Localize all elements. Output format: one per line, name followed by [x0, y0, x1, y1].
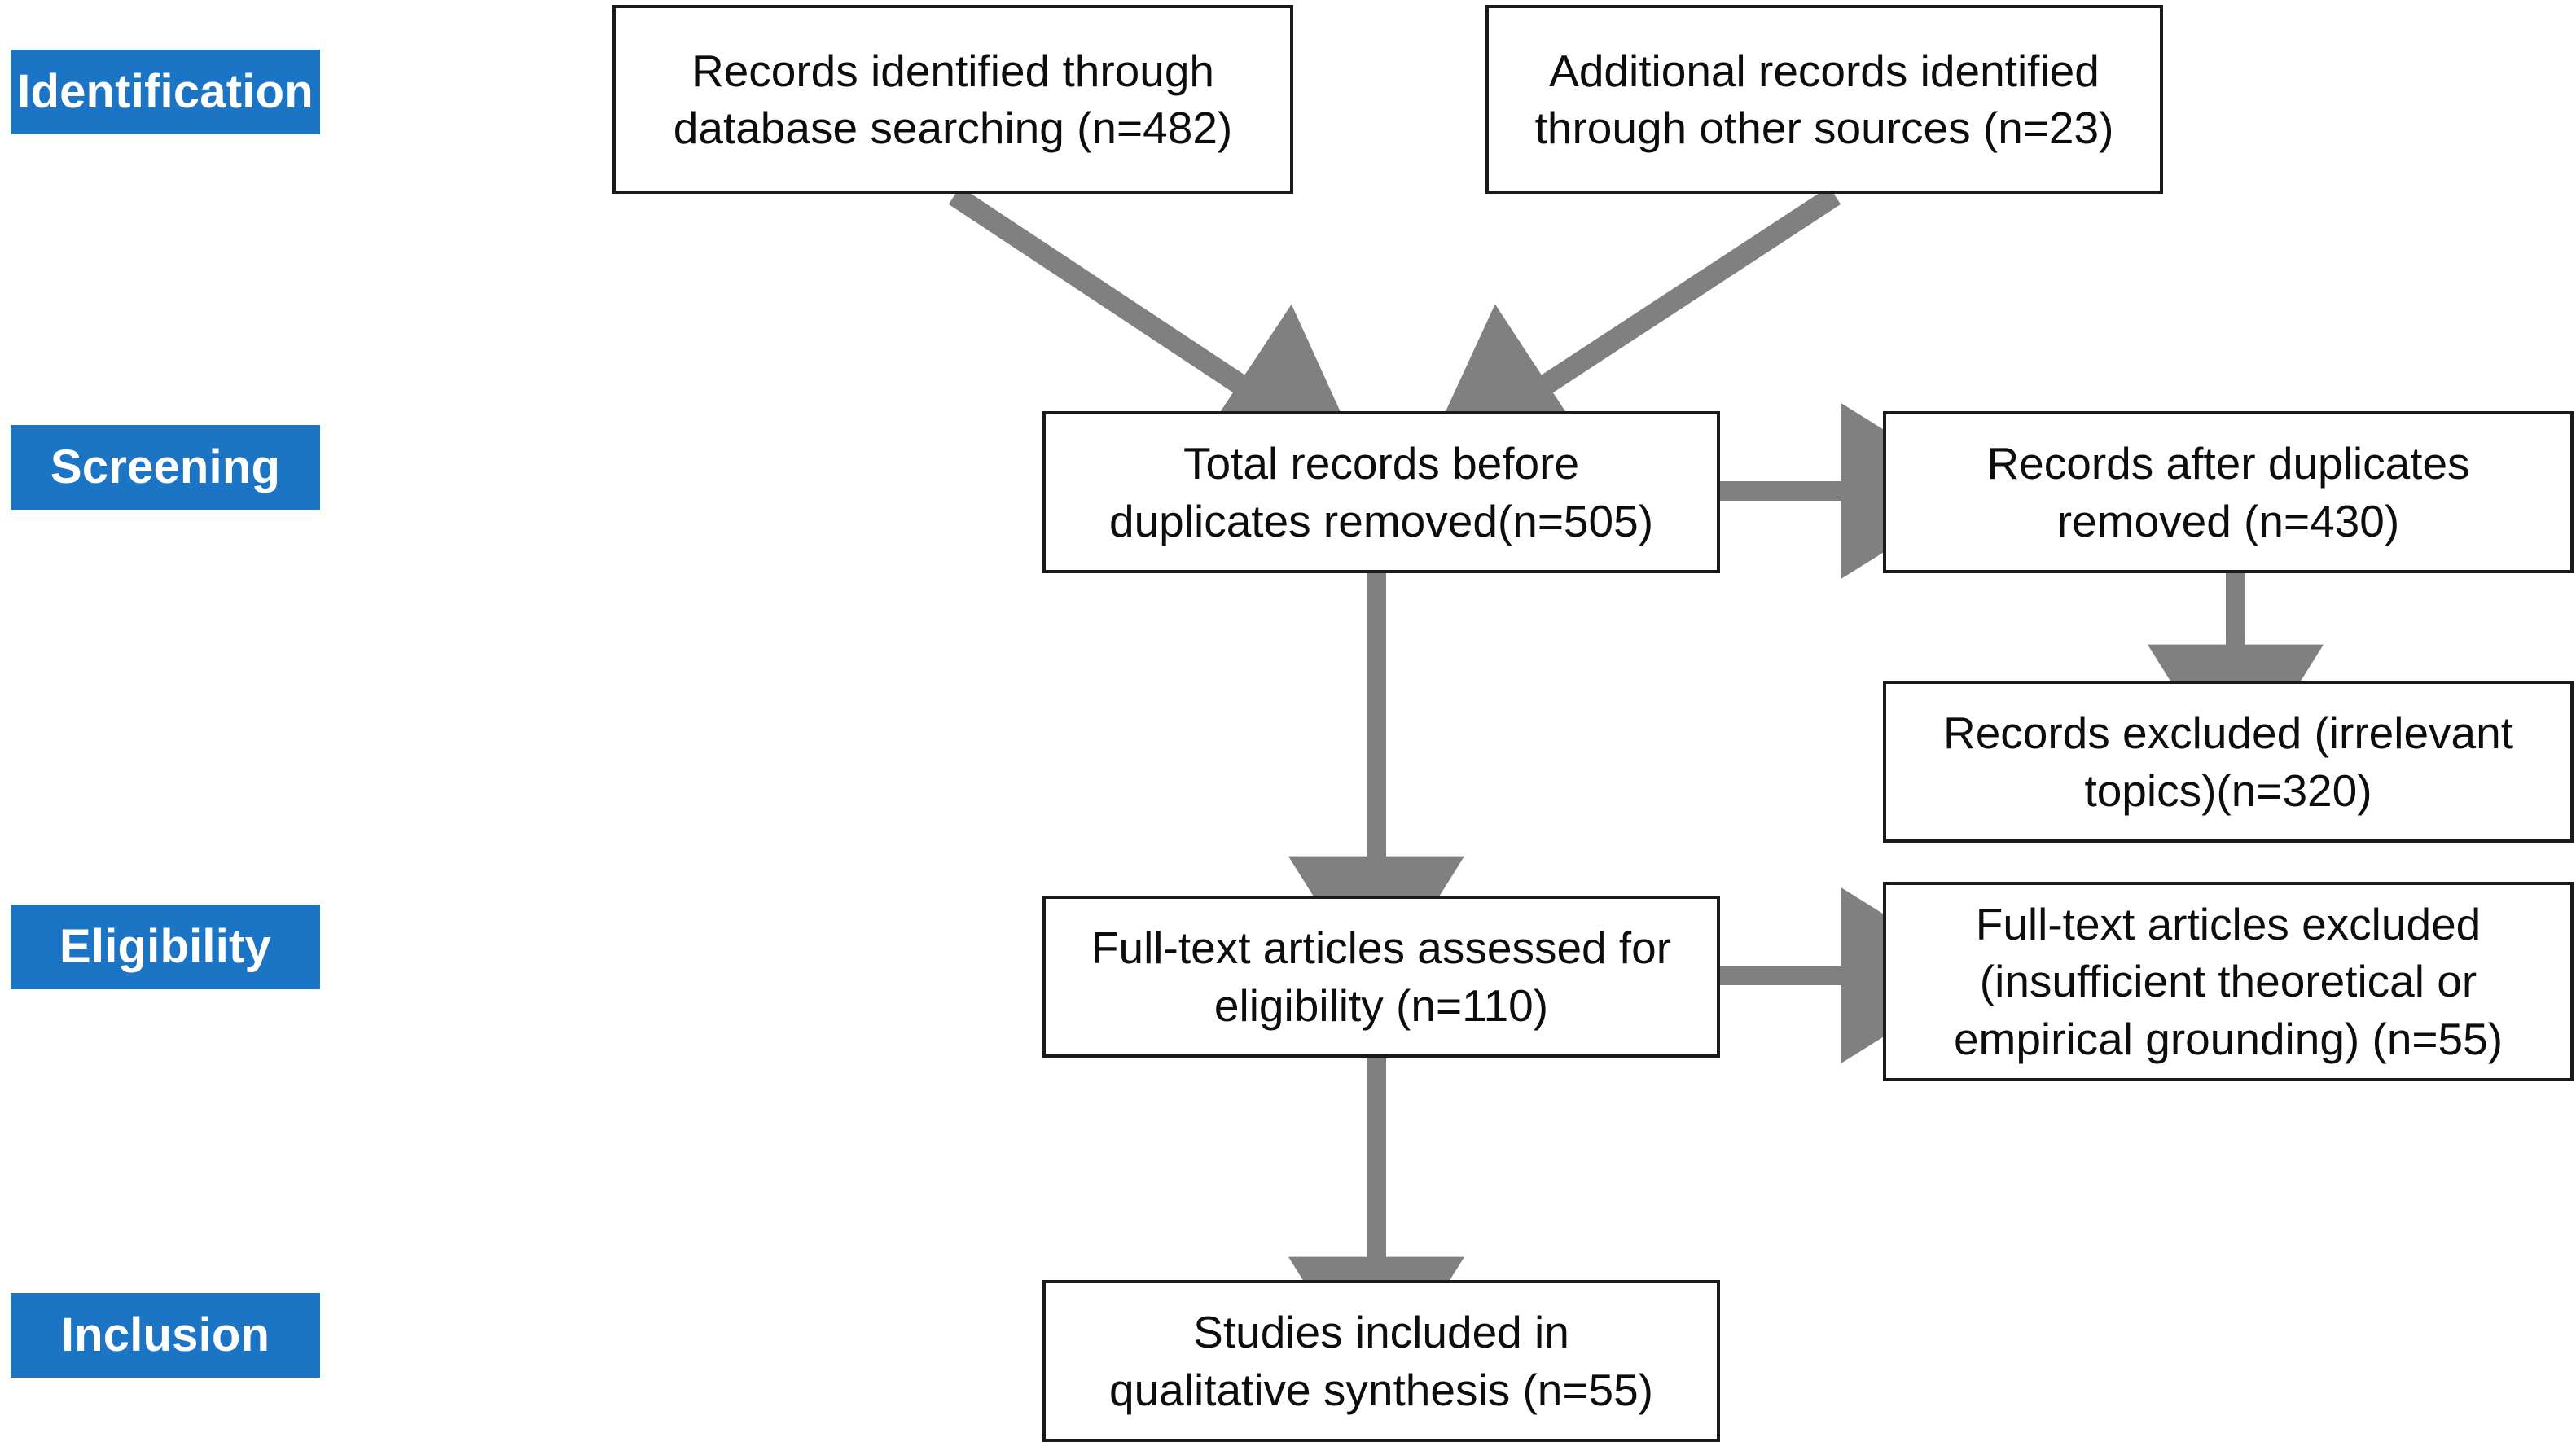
stage-label-eligibility: Eligibility: [11, 905, 319, 988]
box-total-records-before-duplicates-text: Total records before duplicates removed(…: [1108, 438, 1654, 546]
box-fulltext-articles-excluded-text: Full-text articles excluded (insufficien…: [1953, 898, 2504, 1064]
stage-label-identification: Identification: [11, 50, 319, 134]
arrow-db-to-total: [948, 186, 1367, 468]
box-additional-records-other-sources-text: Additional records identified through ot…: [1534, 45, 2114, 153]
box-additional-records-other-sources: Additional records identified through ot…: [1485, 5, 2163, 194]
stage-label-eligibility-text: Eligibility: [59, 920, 271, 973]
box-fulltext-articles-assessed-text: Full-text articles assessed for eligibil…: [1091, 923, 1672, 1031]
stage-label-screening: Screening: [11, 426, 319, 509]
arrow-other-to-total: [1420, 186, 1841, 467]
stage-label-inclusion-text: Inclusion: [60, 1308, 270, 1361]
box-studies-included-qualitative-synthesis: Studies included in qualitative synthesi…: [1042, 1280, 1720, 1442]
box-total-records-before-duplicates: Total records before duplicates removed(…: [1042, 411, 1720, 573]
box-fulltext-articles-assessed: Full-text articles assessed for eligibil…: [1042, 896, 1720, 1058]
box-records-after-duplicates-removed: Records after duplicates removed (n=430): [1883, 411, 2574, 573]
box-records-identified-database-text: Records identified through database sear…: [673, 45, 1233, 153]
box-fulltext-articles-excluded: Full-text articles excluded (insufficien…: [1883, 882, 2574, 1081]
box-studies-included-qualitative-synthesis-text: Studies included in qualitative synthesi…: [1108, 1307, 1653, 1415]
stage-label-identification-text: Identification: [17, 65, 314, 118]
box-records-excluded-irrelevant: Records excluded (irrelevant topics)(n=3…: [1883, 681, 2574, 843]
box-records-after-duplicates-removed-text: Records after duplicates removed (n=430): [1986, 438, 2470, 546]
box-records-excluded-irrelevant-text: Records excluded (irrelevant topics)(n=3…: [1942, 708, 2514, 816]
box-records-identified-database: Records identified through database sear…: [612, 5, 1293, 194]
stage-label-screening-text: Screening: [50, 440, 281, 493]
stage-label-inclusion: Inclusion: [11, 1294, 319, 1377]
